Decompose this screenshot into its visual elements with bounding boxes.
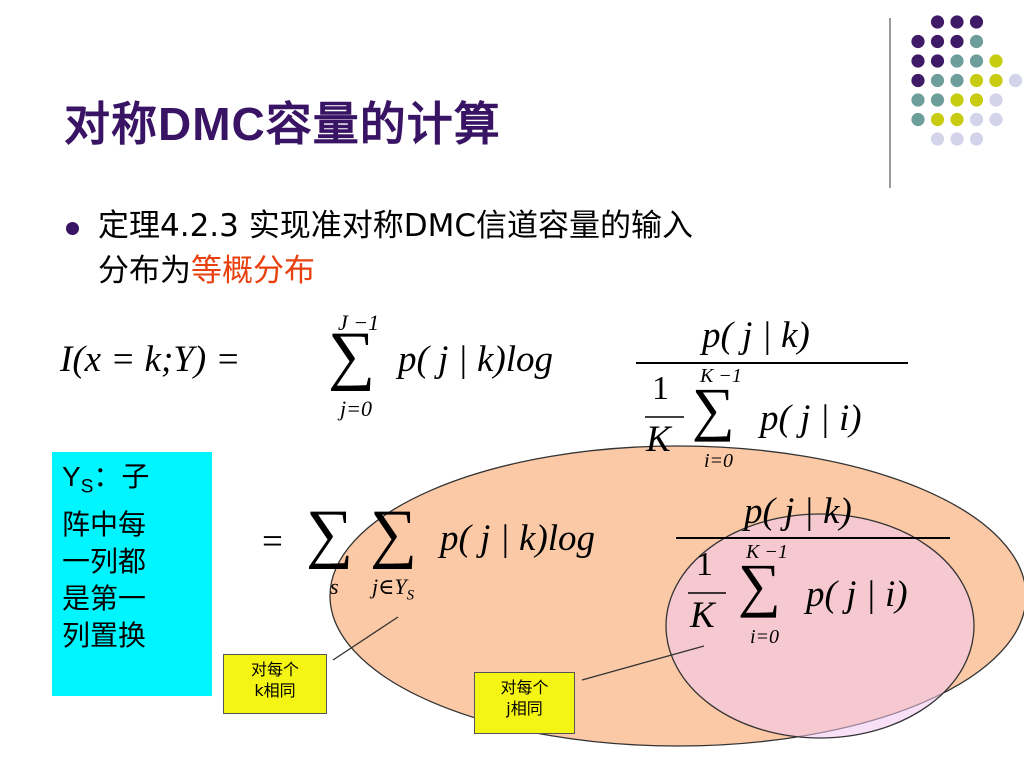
formula2-sum2-bottom-sub: S	[406, 587, 415, 604]
ellipse-small	[665, 513, 975, 739]
vertical-divider	[889, 18, 891, 188]
sidebox-ys: Y	[62, 461, 81, 492]
decorative-dot	[930, 112, 945, 127]
formula2-sum1-symbol: ∑	[306, 497, 354, 570]
formula2-eq: =	[262, 521, 283, 562]
decorative-dot	[969, 132, 984, 146]
decorative-dot	[950, 73, 964, 88]
title-suffix: 容量的计算	[265, 97, 501, 151]
title-prefix: 对称	[64, 97, 158, 151]
callout-j-line-2: j相同	[506, 699, 543, 718]
formula2-numerator: p( j | k)	[744, 491, 852, 532]
decorative-dot	[911, 73, 925, 88]
decorative-dot	[989, 93, 1003, 107]
decorative-dot	[930, 73, 945, 88]
decorative-dot	[930, 93, 945, 107]
decorative-dot	[911, 112, 925, 127]
formula1-sum-bottom: j=0	[340, 396, 372, 421]
bullet-icon	[66, 222, 79, 235]
formula1-frac-one: 1	[652, 370, 669, 407]
ys-explanation-box: YS：子 阵中每 一列都 是第一 列置换	[52, 452, 212, 696]
decorative-dot	[950, 54, 964, 68]
formula1-numerator: p( j | k)	[702, 315, 810, 356]
formula2-inner-sum-bottom: i=0	[750, 626, 780, 648]
decorative-dot	[969, 93, 984, 107]
callout-j-pointer	[581, 645, 705, 681]
decorative-dot	[989, 54, 1003, 68]
decorative-dot	[911, 54, 925, 68]
formula2-sum2-bottom-text: j∈Y	[372, 574, 407, 599]
formula2-inner-sum-symbol: ∑	[738, 552, 781, 618]
sidebox-colon: ：子	[93, 460, 150, 493]
decorative-dot	[969, 112, 984, 127]
decorative-dot	[950, 34, 964, 49]
decorative-dot	[950, 15, 964, 29]
decorative-dot	[930, 15, 945, 29]
formula1-term: p( j | k)log	[398, 339, 554, 380]
formula2-inner-sum-top: K −1	[746, 541, 788, 563]
formula2-sum2-bottom: j∈YS	[372, 574, 414, 604]
sidebox-line-2: 阵中每	[62, 507, 147, 541]
sidebox-ys-sub: S	[80, 476, 94, 498]
decorative-dot	[911, 34, 925, 49]
formula1-frac-K: K	[646, 419, 671, 460]
decorative-dot	[1008, 73, 1023, 88]
sidebox-line-1: YS：子	[62, 458, 212, 506]
callout-k-same: 对每个 k相同	[223, 654, 327, 714]
formula1-lhs: I(x = k;Y) =	[60, 339, 241, 380]
decorative-dot	[950, 112, 964, 127]
formula1-sum-top: J −1	[338, 310, 380, 335]
formula1-inner-term: p( j | i)	[760, 398, 862, 439]
decorative-dot	[989, 112, 1003, 127]
formula2-frac-K: K	[690, 595, 715, 636]
formula2-sum2-symbol: ∑	[370, 497, 418, 570]
formula1-sum-symbol: ∑	[328, 319, 376, 392]
decorative-dot	[930, 34, 945, 49]
formula2-term: p( j | k)log	[440, 518, 596, 559]
decorative-dot	[969, 34, 984, 49]
decorative-dot	[950, 132, 964, 146]
callout-j-same: 对每个 j相同	[474, 672, 575, 734]
page-title: 对称DMC容量的计算	[64, 88, 501, 154]
decorative-dot	[911, 93, 925, 107]
decorative-dot	[989, 73, 1003, 88]
theorem-bullet: 定理4.2.3 实现准对称DMC信道容量的输入 分布为等概分布	[98, 204, 928, 294]
decorative-dot	[969, 54, 984, 68]
sidebox-line-3: 一列都	[62, 544, 147, 578]
decorative-dot	[930, 132, 945, 146]
title-en: DMC	[158, 98, 266, 150]
bullet-line-2-normal: 分布为	[98, 253, 191, 289]
bullet-line-1: 定理4.2.3 实现准对称DMC信道容量的输入	[98, 208, 693, 244]
decorative-dot	[930, 54, 945, 68]
formula2-sum1-bottom: s	[330, 574, 339, 599]
sidebox-line-4: 是第一	[62, 581, 147, 615]
callout-k-pointer	[332, 616, 399, 661]
callout-k-line-1: 对每个	[250, 660, 299, 679]
decorative-dot	[969, 73, 984, 88]
formula1-inner-sum-symbol: ∑	[692, 376, 735, 442]
decorative-dot-grid	[911, 15, 1023, 146]
formula2-frac-one: 1	[696, 546, 713, 583]
decorative-dot	[969, 15, 984, 29]
formula1-inner-sum-bottom: i=0	[704, 450, 734, 472]
bullet-line-2-highlight: 等概分布	[191, 253, 315, 289]
callout-k-line-2: k相同	[254, 681, 296, 700]
sidebox-line-5: 列置换	[62, 618, 147, 652]
bullet-line-2: 分布为等概分布	[98, 249, 928, 294]
decorative-dot	[950, 93, 964, 107]
callout-j-line-1: 对每个	[500, 678, 549, 697]
formula2-inner-term: p( j | i)	[806, 574, 908, 615]
formula1-inner-sum-top: K −1	[700, 365, 742, 387]
